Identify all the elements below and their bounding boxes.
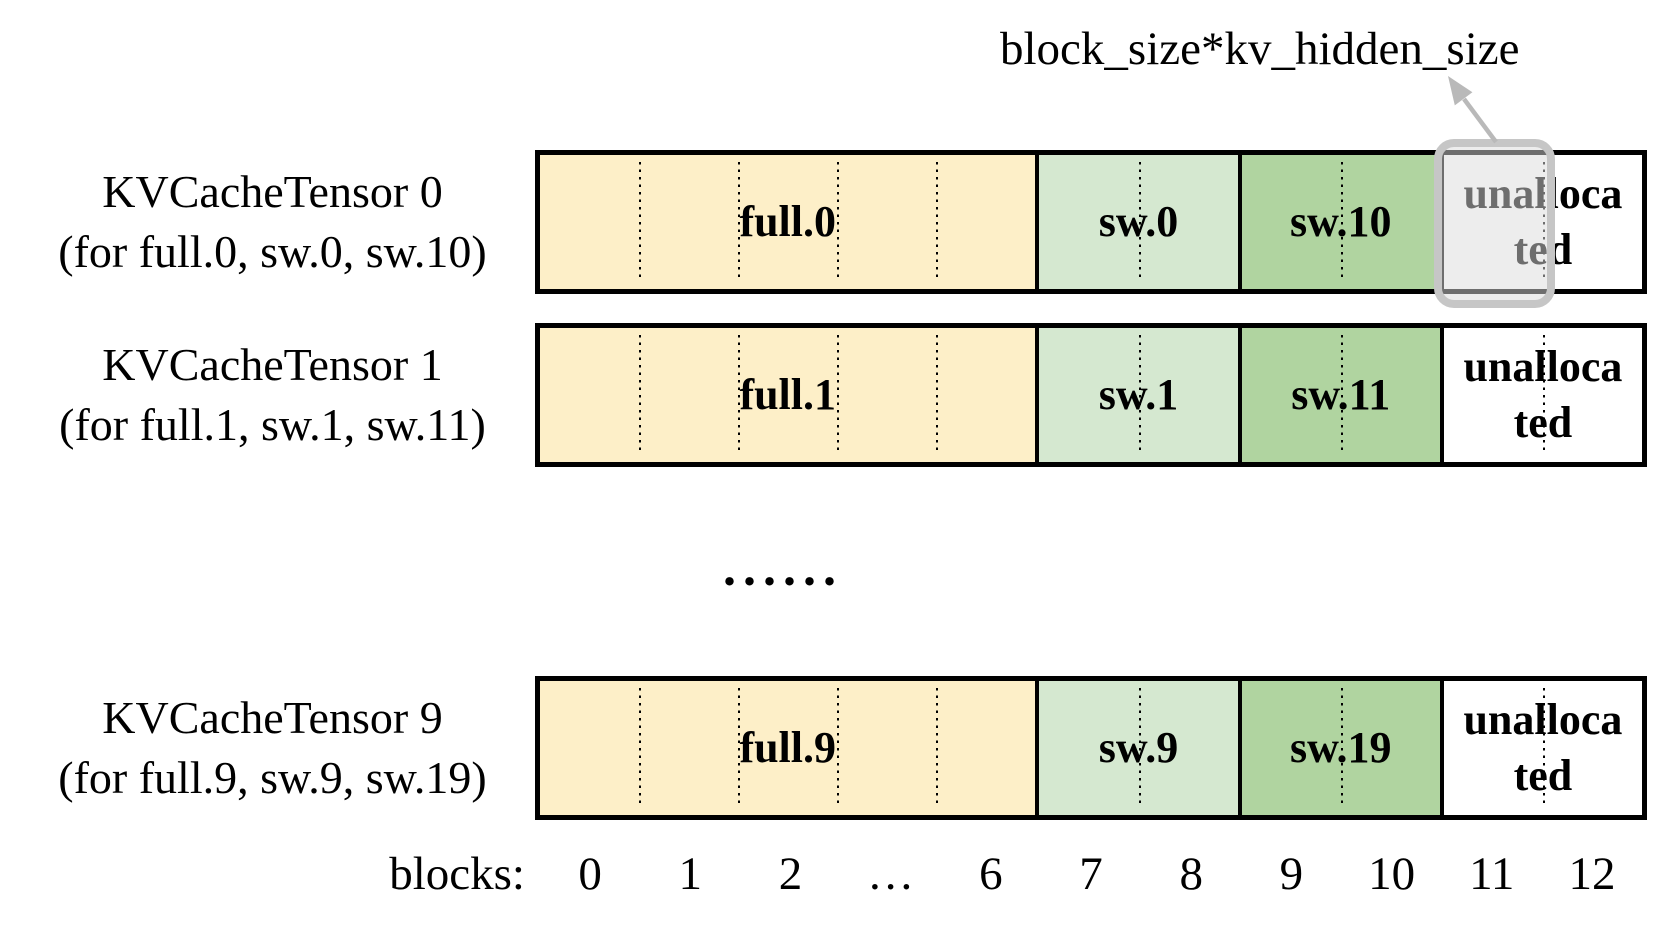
block-index: 6 — [979, 848, 1003, 900]
segment-sw0: sw.0 — [1035, 155, 1238, 289]
block-divider — [1542, 335, 1545, 455]
segment-label: full.0 — [739, 196, 837, 246]
block-divider — [1340, 335, 1343, 455]
blocks-axis-label: blocks: — [389, 848, 525, 900]
tensor-row-1-box: full.1 sw.1 sw.11 unalloca ted — [535, 323, 1647, 467]
block-divider — [738, 335, 741, 455]
tensor-row-9-subtitle: (for full.9, sw.9, sw.19) — [58, 752, 487, 803]
tensor-row-1-label: KVCacheTensor 1 (for full.1, sw.1, sw.11… — [10, 323, 535, 467]
tensor-row-9: KVCacheTensor 9 (for full.9, sw.9, sw.19… — [0, 676, 1676, 820]
block-index: 12 — [1568, 848, 1616, 900]
block-divider — [738, 162, 741, 282]
tensor-row-0-title: KVCacheTensor 0 — [102, 166, 443, 217]
tensor-row-0-label: KVCacheTensor 0 (for full.0, sw.0, sw.10… — [10, 150, 535, 294]
segment-label: sw.9 — [1098, 722, 1179, 772]
block-divider — [837, 335, 840, 455]
block-divider — [1138, 688, 1141, 808]
segment-label: sw.10 — [1289, 196, 1392, 246]
segment-sw19: sw.19 — [1237, 681, 1440, 815]
block-index: 0 — [578, 848, 602, 900]
block-index: 8 — [1179, 848, 1203, 900]
segment-label: sw.11 — [1291, 369, 1391, 419]
segment-label: full.9 — [739, 722, 837, 772]
segment-unallocated: unalloca ted — [1439, 328, 1643, 462]
rows-ellipsis: ...... — [723, 540, 843, 597]
segment-sw9: sw.9 — [1035, 681, 1238, 815]
block-divider — [738, 688, 741, 808]
block-divider — [639, 688, 642, 808]
segment-unallocated: unalloca ted — [1439, 681, 1643, 815]
block-divider — [1138, 335, 1141, 455]
highlight-box — [1434, 139, 1555, 308]
block-divider — [936, 335, 939, 455]
segment-label: sw.0 — [1098, 196, 1179, 246]
segment-label: unalloca ted — [1463, 695, 1623, 800]
block-divider — [639, 335, 642, 455]
segment-label: sw.1 — [1098, 369, 1179, 419]
segment-label: sw.19 — [1289, 722, 1392, 772]
block-divider — [1340, 162, 1343, 282]
block-index: 1 — [678, 848, 703, 900]
tensor-row-1-subtitle: (for full.1, sw.1, sw.11) — [59, 399, 486, 450]
segment-sw10: sw.10 — [1237, 155, 1440, 289]
segment-full-9: full.9 — [540, 681, 1036, 815]
block-index: 7 — [1079, 848, 1103, 900]
block-index: 10 — [1368, 848, 1416, 900]
block-divider — [936, 162, 939, 282]
tensor-row-9-title: KVCacheTensor 9 — [102, 692, 443, 743]
tensor-row-1-title: KVCacheTensor 1 — [102, 339, 443, 390]
tensor-row-9-label: KVCacheTensor 9 (for full.9, sw.9, sw.19… — [10, 676, 535, 820]
blocks-axis-ticks: 0 1 2 … 6 7 8 9 10 11 12 — [540, 842, 1642, 906]
tensor-row-1: KVCacheTensor 1 (for full.1, sw.1, sw.11… — [0, 323, 1676, 467]
tensor-row-0: KVCacheTensor 0 (for full.0, sw.0, sw.10… — [0, 150, 1676, 294]
segment-label: full.1 — [739, 369, 837, 419]
block-divider — [837, 162, 840, 282]
block-index: 11 — [1469, 848, 1515, 900]
tensor-row-0-subtitle: (for full.0, sw.0, sw.10) — [58, 226, 487, 277]
segment-full-0: full.0 — [540, 155, 1036, 289]
block-index: … — [867, 848, 915, 900]
block-index: 2 — [778, 848, 803, 900]
block-divider — [1542, 688, 1545, 808]
segment-label: unalloca ted — [1463, 342, 1623, 447]
block-index: 9 — [1279, 848, 1304, 900]
block-divider — [639, 162, 642, 282]
segment-sw11: sw.11 — [1237, 328, 1440, 462]
blocks-axis: blocks: 0 1 2 … 6 7 8 9 10 11 12 — [0, 842, 1676, 906]
segment-sw1: sw.1 — [1035, 328, 1238, 462]
block-divider — [936, 688, 939, 808]
tensor-row-9-box: full.9 sw.9 sw.19 unalloca ted — [535, 676, 1647, 820]
block-divider — [837, 688, 840, 808]
block-divider — [1340, 688, 1343, 808]
annotation-label: block_size*kv_hidden_size — [1000, 23, 1520, 75]
block-divider — [1138, 162, 1141, 282]
segment-full-1: full.1 — [540, 328, 1036, 462]
